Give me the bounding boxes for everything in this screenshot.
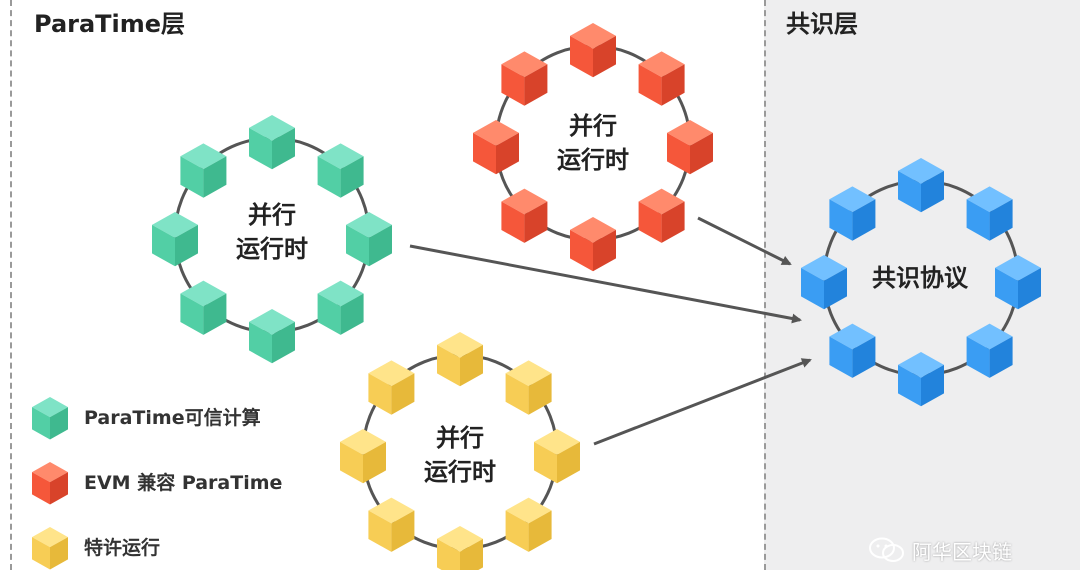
cube-yellow-3 [534,429,580,484]
left-divider [10,0,12,570]
watermark: 阿华区块链 [868,535,1012,565]
cube-yellow-1 [437,332,483,387]
cube-blue-8 [829,186,876,241]
cube-green-5 [249,309,295,364]
cube-yellow-2 [505,360,552,415]
ring-label-red-line1: 并行 [569,112,617,140]
legend-label-permissioned: 特许运行 [84,537,161,559]
cube-yellow-6 [368,497,415,552]
cube-blue-6 [829,323,876,378]
ring-label-blue: 共识协议 [872,264,968,292]
cube-red-3 [667,120,713,175]
cube-blue-2 [966,186,1013,241]
cube-green-3 [346,212,392,267]
paratime-layer-title: ParaTime层 [34,10,186,38]
cube-green-6 [180,280,227,335]
legend-cube-green [32,397,68,440]
ring-label-green-line1: 并行 [248,201,296,229]
legend-cube-red [32,462,68,505]
wechat-icon [869,537,904,562]
ring-label-red-line2: 运行时 [557,146,629,174]
cube-yellow-5 [437,526,483,570]
ring-label-yellow: 并行 运行时 [424,421,496,489]
cube-green-8 [180,143,227,198]
ring-label-green: 并行 运行时 [236,198,308,266]
ring-blue [801,158,1041,407]
layer-divider [764,0,766,570]
ring-label-yellow-line2: 运行时 [424,458,496,486]
legend-cube-yellow [32,527,68,570]
cube-red-7 [473,120,519,175]
legend-label-evm-paratime: EVM 兼容 ParaTime [84,472,283,494]
cube-red-1 [570,23,616,78]
cube-yellow-7 [340,429,386,484]
cube-blue-1 [898,158,944,213]
legend-label-paratime-confidential: ParaTime可信计算 [84,407,261,429]
cube-blue-3 [995,255,1041,310]
cube-green-1 [249,115,295,170]
cube-blue-5 [898,352,944,407]
ring-label-green-line2: 运行时 [236,235,308,263]
arrow-green-to-consensus [409,244,802,324]
cube-red-5 [570,217,616,272]
consensus-layer-title: 共识层 [786,10,858,38]
cube-red-6 [501,188,548,243]
cube-blue-7 [801,255,847,310]
ring-green [152,115,392,364]
watermark-text: 阿华区块链 [912,539,1012,564]
ring-label-yellow-line1: 并行 [436,424,484,452]
cube-green-4 [317,280,364,335]
cube-red-8 [501,51,548,106]
cube-blue-4 [966,323,1013,378]
cube-green-7 [152,212,198,267]
cube-red-2 [638,51,685,106]
arrow-yellow-to-consensus [593,358,812,446]
cube-green-2 [317,143,364,198]
arrow-red-to-consensus [697,216,792,266]
ring-yellow [340,332,580,570]
ring-red [473,23,713,272]
cube-yellow-4 [505,497,552,552]
ring-label-red: 并行 运行时 [557,109,629,177]
cube-red-4 [638,188,685,243]
cube-yellow-8 [368,360,415,415]
